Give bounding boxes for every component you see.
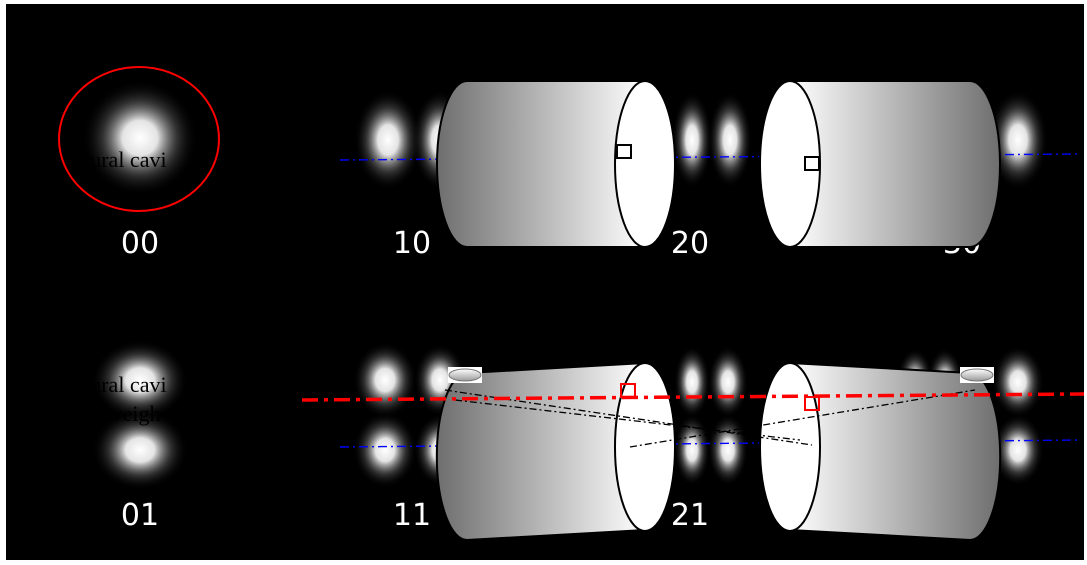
intensity-lobe	[992, 414, 1044, 486]
highlight-ellipse	[58, 66, 220, 212]
intensity-lobe	[992, 346, 1044, 418]
intensity-lobe	[353, 412, 417, 488]
square-marker-icon	[620, 383, 636, 398]
tapered-cylinder-icon	[759, 361, 1002, 542]
intensity-lobe	[708, 414, 748, 486]
intensity-lobe	[708, 346, 748, 418]
intensity-lobe	[82, 80, 198, 196]
tilted-axis-line	[301, 392, 1085, 402]
intensity-lobe	[988, 90, 1048, 190]
mode-label-21: 21	[671, 498, 709, 533]
cylinder-icon	[436, 80, 676, 248]
intensity-lobe	[708, 92, 752, 188]
intensity-lobe	[354, 90, 422, 190]
intensity-lobe	[674, 414, 710, 486]
caption-bottom-line2: ith weigh	[78, 401, 161, 426]
square-marker-icon	[804, 396, 820, 411]
mirror-icon	[960, 367, 994, 383]
square-marker-icon	[804, 156, 820, 171]
intensity-lobe	[674, 346, 710, 418]
caption-top: itural cavi	[78, 147, 167, 172]
mode-label-10: 10	[393, 226, 431, 261]
mirror-icon	[448, 367, 482, 383]
cylinder-icon	[759, 80, 1001, 248]
intensity-lobe	[353, 342, 417, 418]
mode-label-20: 20	[671, 226, 709, 261]
mode-label-01: 01	[121, 498, 159, 533]
intensity-lobe	[92, 410, 188, 490]
tapered-cylinder-icon	[435, 361, 676, 542]
caption-bottom-line1: itural cavi	[78, 372, 167, 397]
square-marker-icon	[616, 144, 632, 159]
intensity-lobe	[92, 340, 188, 420]
mode-label-00: 00	[121, 226, 159, 261]
mode-label-11: 11	[393, 498, 431, 533]
intensity-lobe	[672, 92, 712, 188]
